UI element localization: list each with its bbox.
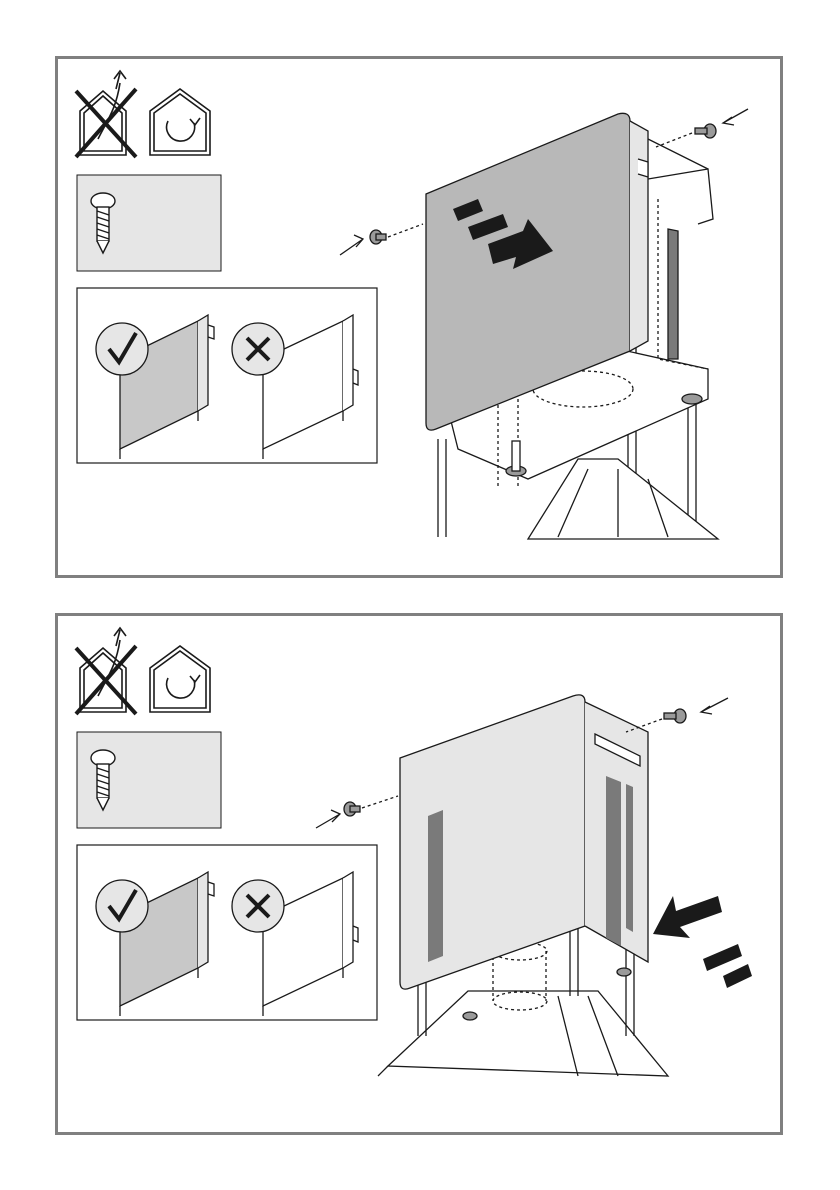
nut-left bbox=[463, 1012, 477, 1020]
hood-assembly bbox=[316, 695, 752, 1076]
screw-box bbox=[77, 732, 221, 828]
cover-orientation-box bbox=[77, 288, 377, 463]
screw-left-icon bbox=[316, 796, 398, 828]
screw-box bbox=[77, 175, 221, 271]
screw-right-icon bbox=[656, 109, 748, 147]
screw-left-icon bbox=[340, 224, 423, 255]
chimney-cover bbox=[400, 695, 648, 989]
step-1-illustration bbox=[58, 59, 780, 575]
no-exhaust-house-icon bbox=[76, 71, 136, 157]
hood-assembly bbox=[340, 109, 748, 539]
recirculation-house-icon bbox=[150, 646, 210, 712]
no-exhaust-house-icon bbox=[76, 628, 136, 714]
step-1-panel bbox=[55, 56, 783, 578]
screw-right-icon bbox=[626, 698, 728, 732]
nut-right bbox=[617, 968, 631, 976]
direction-arrow-icon bbox=[653, 896, 752, 988]
nut-right bbox=[682, 394, 702, 404]
step-2-illustration bbox=[58, 616, 780, 1132]
step-2-panel bbox=[55, 613, 783, 1135]
recirculation-house-icon bbox=[150, 89, 210, 155]
cover-orientation-box bbox=[77, 845, 377, 1020]
